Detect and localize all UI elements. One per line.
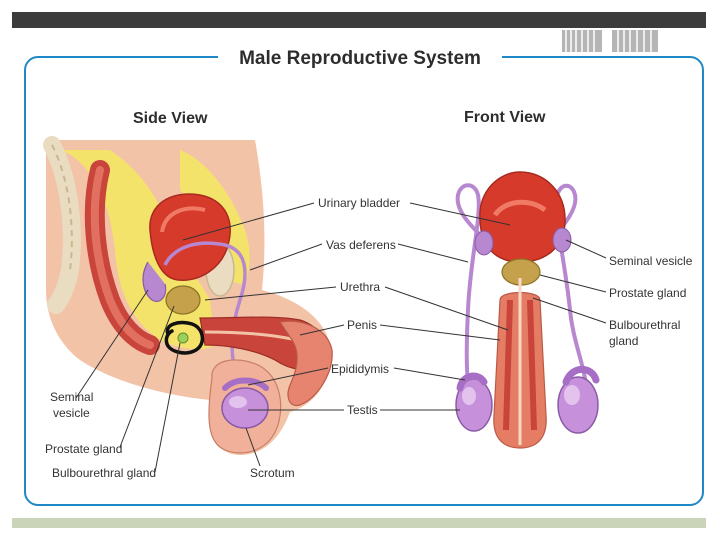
front-vas-deferens-left xyxy=(455,183,487,396)
front-epididymis-right xyxy=(562,365,600,386)
leader-lines xyxy=(75,202,607,473)
front-seminal-vesicle-left xyxy=(474,230,494,256)
front-urinary-bladder xyxy=(479,171,566,263)
label-epididymis: Epididymis xyxy=(331,362,390,376)
label-bulbourethral-front-line2: gland xyxy=(609,334,639,348)
label-penis: Penis xyxy=(347,318,378,332)
label-scrotum: Scrotum xyxy=(250,466,295,480)
side-seminal-vesicle xyxy=(142,261,167,302)
side-view-heading: Side View xyxy=(133,110,208,127)
side-bulbourethral xyxy=(177,332,189,344)
side-prostate xyxy=(165,285,201,315)
label-prostate-gland-front: Prostate gland xyxy=(609,286,687,300)
label-bulbourethral-gland-side: Bulbourethral gland xyxy=(52,466,157,480)
label-seminal-vesicle-front: Seminal vesicle xyxy=(609,254,693,268)
label-vas-deferens: Vas deferens xyxy=(326,238,396,252)
bottom-bar xyxy=(12,518,706,528)
side-testis xyxy=(221,387,269,429)
label-bulbourethral-front-line1: Bulbourethral xyxy=(609,318,681,332)
top-bar xyxy=(12,12,706,28)
sacrum-bone xyxy=(43,136,81,314)
side-glans xyxy=(278,320,333,407)
label-seminal-vesicle-side-line2: vesicle xyxy=(53,406,90,420)
front-view-heading: Front View xyxy=(464,109,546,126)
front-seminal-vesicle-right xyxy=(552,227,572,253)
label-testis: Testis xyxy=(347,403,378,417)
annotation-circle xyxy=(164,320,205,355)
front-view-illustration xyxy=(455,171,600,449)
label-urinary-bladder: Urinary bladder xyxy=(318,196,401,210)
front-testis-right xyxy=(557,376,599,434)
front-epididymis-left xyxy=(456,372,488,392)
label-urethra: Urethra xyxy=(340,280,381,294)
diagram-title: Male Reproductive System xyxy=(218,44,502,74)
label-seminal-vesicle-side-line1: Seminal xyxy=(50,390,94,404)
label-prostate-gland-side: Prostate gland xyxy=(45,442,123,456)
side-epididymis xyxy=(222,377,269,391)
barcode-decoration xyxy=(562,30,658,52)
